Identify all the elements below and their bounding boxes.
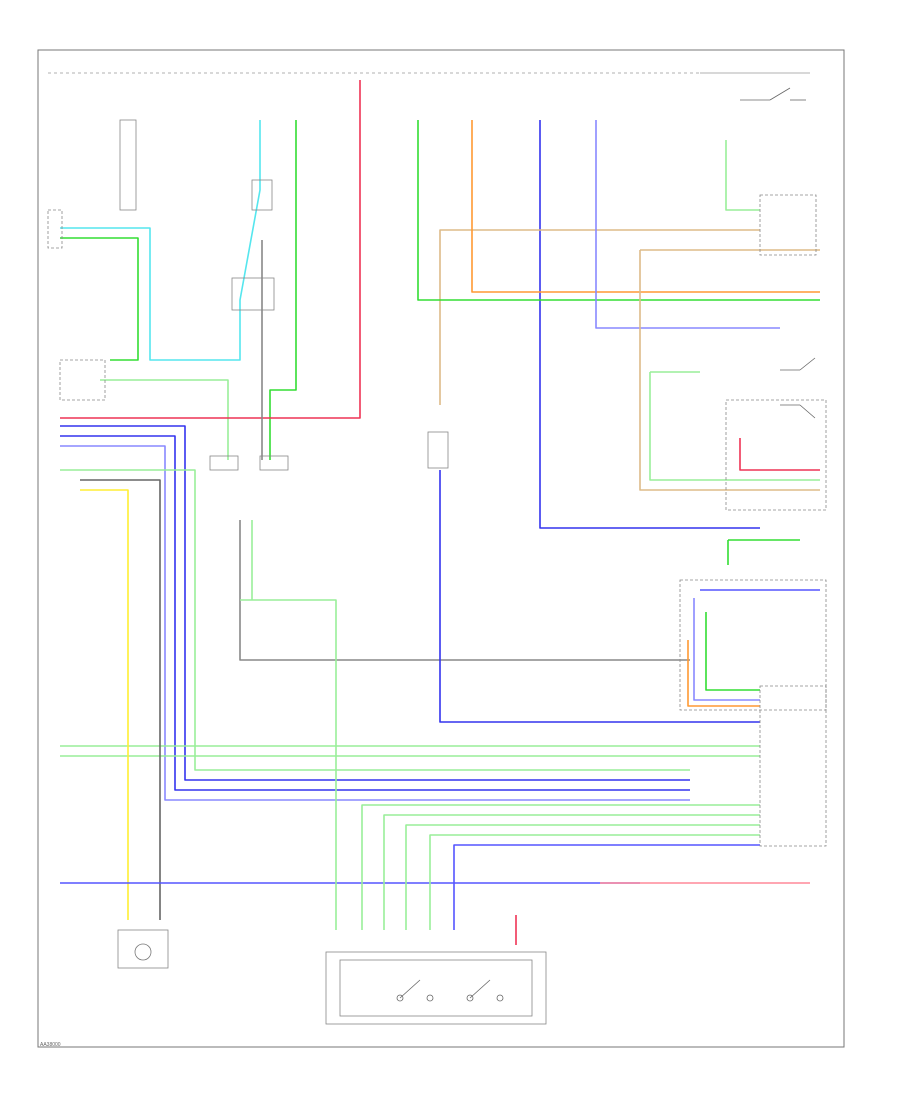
connector-inline-1 [209,455,239,471]
park-neutral-switch-box [325,951,547,1025]
switch-top-right [740,87,806,101]
wire-gray-2 [239,520,690,661]
wire-yellow [80,489,129,920]
module-right-mid [679,579,827,711]
wire-green-upper-left [60,237,139,361]
wire-blue-1 [60,425,690,781]
wire-light-blue-right-mid [693,598,760,701]
wire-light-blue-1 [60,445,690,801]
wire-blue-2 [60,435,690,791]
wire-blue-vertical-center [439,470,760,723]
wire-green-vertical-1 [269,120,297,460]
connector-left-1 [47,209,63,249]
diagram-id: AA38000 [40,1042,61,1048]
switch-right-mid [780,357,816,419]
wire-green-top-right [725,140,760,211]
relay-center [427,431,449,469]
components [47,87,827,1025]
wire-green-center [240,599,337,930]
wire-light-blue-right [595,120,780,329]
wire-red-top [60,80,361,419]
park-neutral-switch-inner [339,959,533,1017]
diagram-frame [37,49,845,1048]
wire-green-right-top [417,120,820,301]
relay-top-left [251,179,273,211]
connector-inline-2 [259,455,289,471]
sensor-bottom-left [117,929,169,969]
fuse-block-top-left [119,119,137,211]
wires [60,80,820,945]
module-right-ecu [759,685,827,847]
wire-green-branch-1 [361,804,760,930]
wire-green-right-lower [705,612,760,691]
wire-tan-right [639,249,820,491]
wire-blue-branch [453,844,760,930]
switch-mid-left [231,277,275,311]
wire-green-long [60,469,690,771]
wire-gray-left [80,479,161,920]
wire-green-branch-4 [429,834,760,930]
wire-cyan [60,120,261,361]
wire-orange [471,120,820,293]
wire-blue-vertical-right [539,120,760,529]
wire-orange-right-lower [687,640,760,707]
wire-green-branch-2 [383,814,760,930]
connector-left-2 [59,359,106,401]
wire-green-right [649,371,820,481]
module-right-top [759,194,817,256]
sensor-symbol [134,943,152,961]
wire-tan-vertical [439,229,760,405]
wire-green-right-mid [727,539,800,565]
wire-green-branch-3 [405,824,760,930]
wire-light-green-left [100,379,229,460]
module-right-switch [725,399,827,511]
wire-red-right [739,438,820,471]
switch-contacts [396,979,504,1002]
